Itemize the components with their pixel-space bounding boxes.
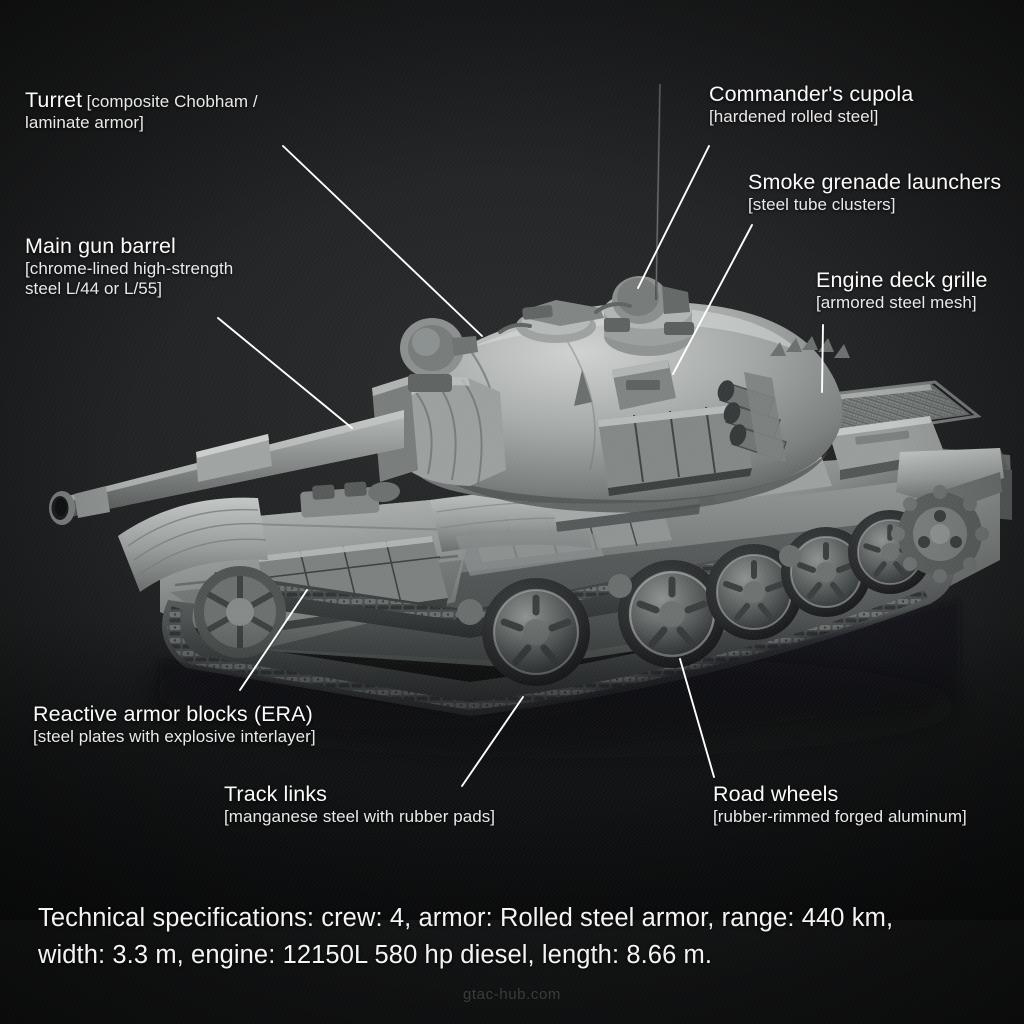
leader-turret [282,145,483,337]
label-smoke-grenade-launchers-detail: [steel tube clusters] [748,195,896,215]
label-commanders-cupola-detail: [hardened rolled steel] [709,107,879,127]
label-engine-deck-grille-detail: [armored steel mesh] [816,293,977,313]
label-smoke-grenade-launchers: Smoke grenade launchers [steel tube clus… [748,170,1001,215]
label-track-links-title: Track links [224,782,328,806]
leader-main-gun-barrel [217,317,353,429]
label-track-links-detail: [manganese steel with rubber pads] [224,807,496,827]
label-main-gun-barrel-detail-line1: [chrome-lined high-strength [25,259,234,279]
label-turret-detail-line2: laminate armor] [25,113,144,133]
leader-smoke-grenade-launchers [672,224,753,375]
leader-commanders-cupola [637,145,710,289]
leader-engine-deck-grille [821,324,824,393]
label-reactive-armor-blocks: Reactive armor blocks (ERA) [steel plate… [33,702,316,747]
leader-track-links [461,696,524,787]
leader-reactive-armor-blocks [239,589,308,691]
label-smoke-grenade-launchers-title: Smoke grenade launchers [748,170,1002,194]
label-reactive-armor-blocks-title: Reactive armor blocks (ERA) [33,702,313,726]
technical-specifications: Technical specifications: crew: 4, armor… [38,900,986,974]
label-road-wheels-title: Road wheels [713,782,839,806]
watermark: gtac-hub.com [462,986,562,1003]
label-turret: Turret [composite Chobham / laminate arm… [25,88,258,134]
label-track-links: Track links [manganese steel with rubber… [224,782,495,827]
specs-line-2: width: 3.3 m, engine: 12150L 580 hp dies… [38,941,713,970]
label-road-wheels-detail: [rubber-rimmed forged aluminum] [713,807,967,827]
label-road-wheels: Road wheels [rubber-rimmed forged alumin… [713,782,967,827]
label-main-gun-barrel-title: Main gun barrel [25,234,176,258]
label-engine-deck-grille: Engine deck grille [armored steel mesh] [816,268,988,313]
label-engine-deck-grille-title: Engine deck grille [816,268,988,292]
label-commanders-cupola: Commander's cupola [hardened rolled stee… [709,82,913,127]
label-main-gun-barrel: Main gun barrel [chrome-lined high-stren… [25,234,233,299]
leader-road-wheels [679,658,715,778]
label-turret-title: Turret [25,88,83,112]
label-commanders-cupola-title: Commander's cupola [709,82,914,106]
specs-line-1: Technical specifications: crew: 4, armor… [38,904,894,932]
label-main-gun-barrel-detail-line2: steel L/44 or L/55] [25,279,163,299]
label-turret-detail-line1: [composite Chobham / [86,92,258,111]
label-reactive-armor-blocks-detail: [steel plates with explosive interlayer] [33,727,316,747]
